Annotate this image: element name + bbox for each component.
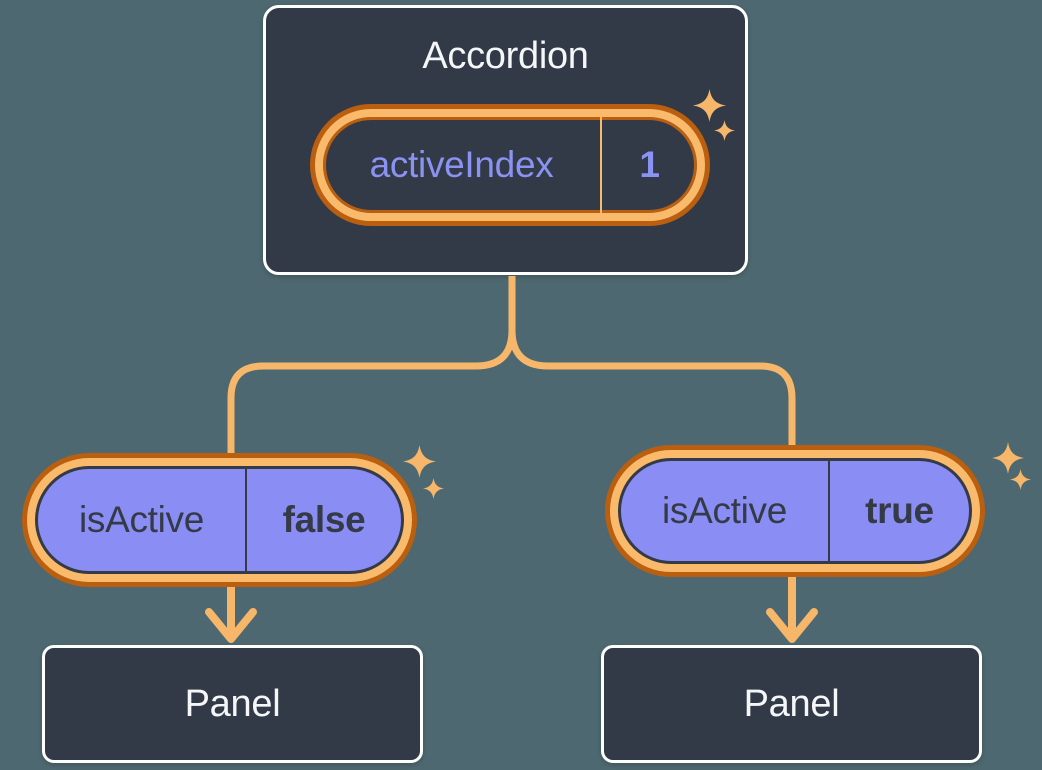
panel-label: Panel	[184, 682, 281, 725]
branch-line-left	[227, 276, 516, 470]
pill-divider	[828, 461, 830, 561]
prop-name-label: isActive	[661, 490, 788, 531]
panel-node-left: Panel	[42, 645, 423, 763]
arrow-right	[766, 574, 818, 643]
panel-label: Panel	[743, 682, 840, 725]
state-value-label: 1	[639, 144, 660, 185]
panel-node-right: Panel	[601, 645, 982, 763]
prop-name-label: isActive	[78, 499, 205, 540]
branch-line-right	[508, 276, 796, 460]
state-pill-activeindex: activeIndex 1	[315, 109, 705, 221]
sparkle-icon	[714, 120, 735, 141]
prop-value-label: true	[865, 490, 934, 531]
pill-divider	[600, 117, 602, 213]
sparkle-icon	[992, 442, 1024, 474]
sparkle-icon	[1010, 469, 1031, 490]
prop-pill-isactive-right: isActive true	[618, 458, 972, 564]
state-name-label: activeIndex	[369, 144, 554, 185]
pill-divider	[245, 469, 247, 571]
sparkle-icon	[423, 478, 444, 499]
prop-pill-isactive-left: isActive false	[35, 466, 404, 574]
accordion-title: Accordion	[422, 35, 589, 77]
arrow-left	[205, 582, 257, 643]
sparkle-icon	[403, 445, 436, 478]
sparkle-icon	[693, 89, 726, 122]
prop-value-label: false	[282, 499, 366, 540]
